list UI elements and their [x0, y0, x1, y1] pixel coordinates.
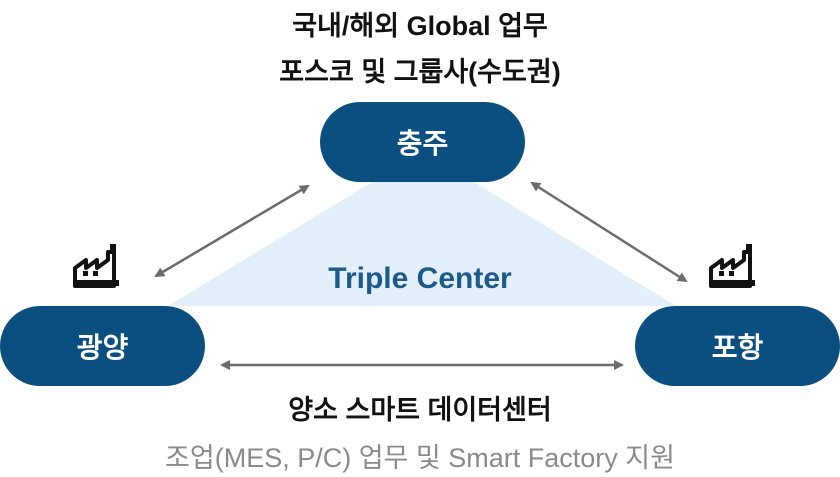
factory-icon	[73, 244, 119, 288]
top-description-line1: 국내/해외 Global 업무	[292, 11, 548, 41]
bottom-subtitle: 조업(MES, P/C) 업무 및 Smart Factory 지원	[165, 443, 675, 473]
factory-icon	[709, 244, 755, 288]
node-chungju-label: 충주	[396, 128, 449, 159]
node-gwangyang: 광양	[0, 306, 205, 386]
top-description-line2: 포스코 및 그룹사(수도권)	[279, 57, 561, 87]
node-chungju: 충주	[320, 102, 525, 182]
arrow-top-right	[530, 181, 688, 283]
bottom-title: 양소 스마트 데이터센터	[288, 395, 552, 425]
center-label: Triple Center	[328, 262, 512, 295]
arrow-top-left	[154, 184, 310, 278]
node-pohang-label: 포항	[711, 332, 764, 363]
node-gwangyang-label: 광양	[76, 332, 129, 363]
node-pohang: 포항	[635, 306, 840, 386]
